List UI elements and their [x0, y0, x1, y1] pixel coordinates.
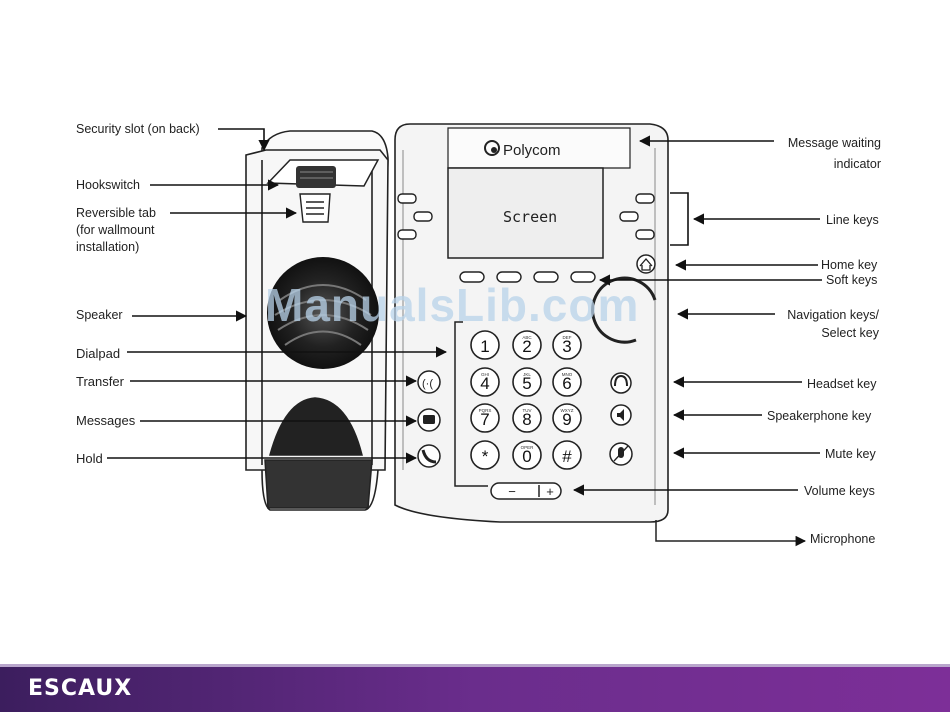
- dialpad-key: [512, 403, 542, 433]
- label-reversible-tab: Reversible tab (for wallmount installati…: [76, 206, 156, 254]
- dialpad-key-digit: 9: [562, 410, 571, 429]
- hold-icon: [421, 449, 437, 464]
- navigation-ring: [591, 276, 657, 344]
- dialpad-key-digit: 1: [480, 337, 489, 356]
- dialpad-key-letters: PQRS: [479, 408, 492, 413]
- volume-minus: −: [508, 484, 516, 499]
- watermark: ManualsLib.com: [265, 279, 640, 331]
- label-volume-keys: Volume keys: [804, 484, 875, 498]
- label-home-key: Home key: [821, 258, 878, 272]
- label-headset-key: Headset key: [807, 377, 877, 391]
- label-transfer: Transfer: [76, 374, 124, 389]
- callouts-right: [572, 135, 822, 496]
- callouts-left: [107, 128, 448, 464]
- reversible-tab: [299, 193, 331, 223]
- dialpad-key-digit: 6: [562, 374, 571, 393]
- dialpad-key-letters: OPER: [521, 445, 535, 450]
- dialpad-key-digit: #: [562, 447, 572, 466]
- hookswitch: [266, 159, 380, 188]
- dialpad-key-digit: 4: [480, 374, 489, 393]
- label-navigation-keys: Navigation keys/ Select key: [787, 308, 879, 340]
- dialpad-key: [470, 367, 500, 397]
- dialpad-key-letters: TUV: [523, 408, 532, 413]
- label-soft-keys: Soft keys: [826, 273, 878, 287]
- dialpad-key: [512, 330, 542, 360]
- soft-keys: [459, 271, 596, 283]
- messages-icon: [423, 415, 435, 424]
- label-security-slot: Security slot (on back): [76, 122, 200, 136]
- dialpad-key-letters: DEF: [563, 335, 572, 340]
- dialpad-key-letters: WXYZ: [561, 408, 574, 413]
- line-keys: [397, 193, 655, 240]
- label-line-keys: Line keys: [826, 213, 879, 227]
- speaker-grille: [267, 257, 379, 369]
- label-mute-key: Mute key: [825, 447, 876, 461]
- escaux-logo: ESCAUX: [28, 676, 133, 701]
- footer-divider: [0, 664, 950, 667]
- svg-text:(·(: (·(: [422, 378, 433, 390]
- mute-icon: [613, 445, 629, 462]
- screen-label: Screen: [503, 208, 557, 226]
- dialpad-key: [552, 330, 582, 360]
- transfer-icon: (·(: [422, 378, 433, 390]
- speakerphone-icon: [617, 409, 624, 421]
- polycom-logo: Polycom: [503, 142, 561, 159]
- dialpad-key: [512, 440, 542, 470]
- dialpad-key: [470, 330, 500, 360]
- dialpad-key-digit: 8: [522, 410, 531, 429]
- label-hookswitch: Hookswitch: [76, 178, 140, 192]
- label-speakerphone-key: Speakerphone key: [767, 409, 872, 423]
- dialpad-key: [552, 367, 582, 397]
- footer-bar: [0, 664, 950, 712]
- dialpad-key-letters: ABC: [522, 335, 532, 340]
- dialpad-key-digit: 3: [562, 337, 571, 356]
- phone-base: [394, 123, 669, 523]
- dialpad-key-letters: GHI: [481, 372, 489, 377]
- label-hold: Hold: [76, 451, 103, 466]
- volume-plus: +: [546, 484, 554, 499]
- home-key-icon: [636, 254, 656, 274]
- dialpad-key-letters: MNO: [562, 372, 573, 377]
- dialpad-key-digit: 7: [480, 410, 489, 429]
- dialpad-key-letters: JKL: [523, 372, 531, 377]
- dialpad-key: [470, 440, 500, 470]
- dialpad-key-digit: 0: [522, 447, 531, 466]
- label-speaker: Speaker: [76, 308, 123, 322]
- dialpad-key-digit: 2: [522, 337, 531, 356]
- label-microphone: Microphone: [810, 532, 876, 546]
- dialpad-key-digit: 5: [522, 374, 531, 393]
- label-dialpad: Dialpad: [76, 346, 121, 361]
- dialpad-key: [470, 403, 500, 433]
- polycom-logo-icon: [484, 140, 500, 156]
- label-message-waiting: Message waiting indicator: [787, 136, 881, 171]
- dialpad-key: [552, 403, 582, 433]
- microphone-bracket: [655, 520, 807, 547]
- handset-earpiece: [264, 397, 373, 509]
- dialpad-key: [552, 440, 582, 470]
- label-messages: Messages: [76, 413, 136, 428]
- dialpad-key: [512, 367, 542, 397]
- headset-icon: [614, 374, 628, 387]
- dialpad-key-digit: *: [482, 447, 489, 466]
- volume-keys: [490, 482, 562, 500]
- dialpad-bracket: [454, 321, 488, 487]
